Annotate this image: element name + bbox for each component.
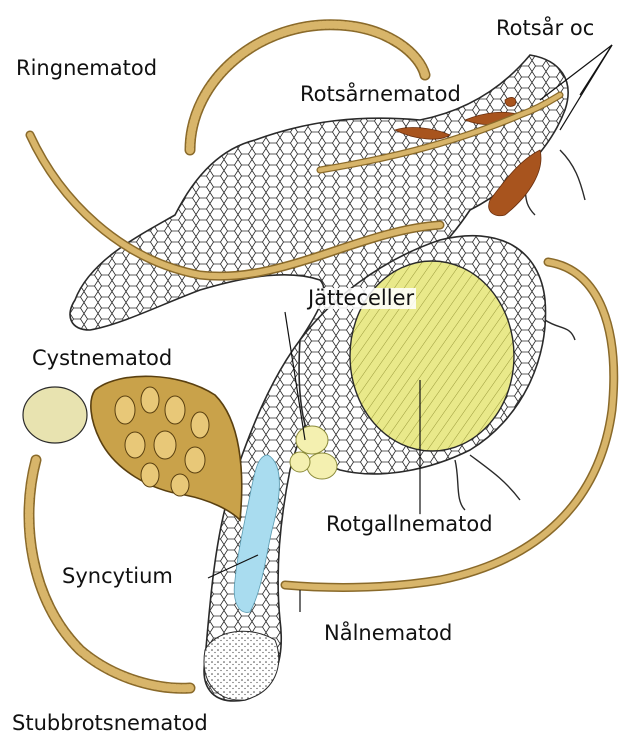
- label-syncytium: Syncytium: [60, 566, 175, 587]
- label-needle-nematode: Nålnematod: [324, 623, 452, 644]
- label-giant-cells: Jätteceller: [306, 288, 416, 309]
- label-ring-nematode: Ringnematod: [16, 58, 157, 79]
- label-root-lesion-cropped: Rotsår oc: [496, 18, 594, 39]
- label-root-knot-nematode: Rotgallnematod: [324, 514, 495, 535]
- label-stubby-root-nematode: Stubbrotsnematod: [12, 713, 208, 734]
- label-root-lesion-nematode: Rotsårnematod: [300, 84, 461, 105]
- label-cyst-nematode: Cystnematod: [32, 348, 172, 369]
- cyst-head: [23, 387, 87, 443]
- root-tip: [204, 631, 279, 700]
